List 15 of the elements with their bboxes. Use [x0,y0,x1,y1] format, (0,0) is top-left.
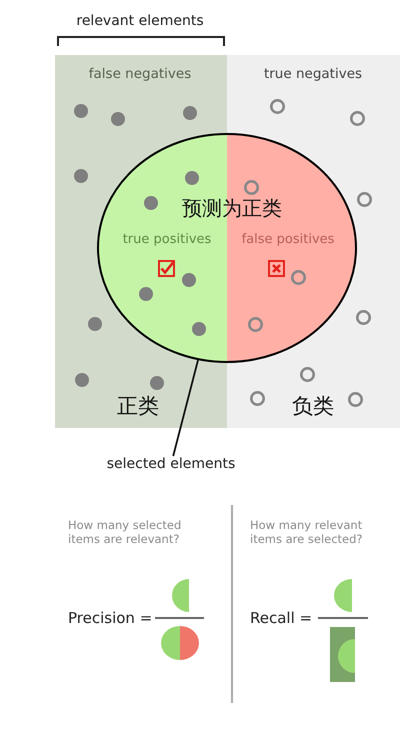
question-text: How many selected items are relevant? [68,519,182,546]
leader-line [172,360,199,456]
region-label: true positives [122,232,212,248]
formula-label: Recall = [250,609,312,627]
leader-label: selected elements [106,456,236,473]
class-label: 正类 [117,394,159,420]
split-ellipse [97,133,357,363]
class-label: 负类 [292,394,334,420]
region-label: false positives [242,232,334,248]
ellipse-title: 预测为正类 [182,196,282,220]
question-text: How many relevant items are selected? [250,519,364,546]
panel-heading: false negatives [88,66,192,82]
formula-label: Precision = [68,609,152,627]
bracket-label: relevant elements [76,13,204,30]
panel-heading: true negatives [264,66,362,82]
